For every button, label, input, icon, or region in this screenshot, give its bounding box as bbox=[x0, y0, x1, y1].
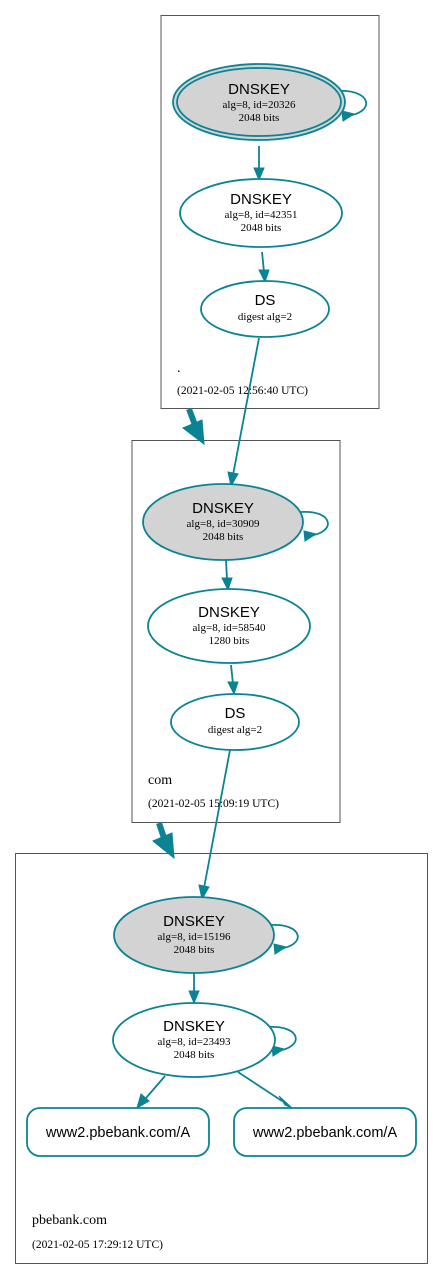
zone-name-root: . bbox=[177, 361, 181, 376]
node-title: DNSKEY bbox=[228, 81, 290, 98]
node-root-ksk: DNSKEY alg=8, id=20326 2048 bits bbox=[172, 63, 346, 141]
edge-com-zsk-ds bbox=[227, 664, 239, 696]
node-key-size: 2048 bits bbox=[239, 112, 280, 124]
node-title: DNSKEY bbox=[198, 604, 260, 621]
node-pbe-ksk: DNSKEY alg=8, id=15196 2048 bits bbox=[113, 896, 275, 974]
edge-root-ds-com-ksk bbox=[227, 337, 260, 488]
edge-pbe-zsk-rr-left bbox=[136, 1075, 166, 1110]
node-key-info: alg=8, id=30909 bbox=[187, 518, 260, 530]
node-root-ds: DS digest alg=2 bbox=[200, 280, 330, 338]
edge-com-ds-pbe-ksk bbox=[198, 749, 231, 901]
node-key-size: 2048 bits bbox=[174, 1049, 215, 1061]
node-key-info: alg=8, id=58540 bbox=[193, 622, 266, 634]
zone-name-com: com bbox=[148, 773, 172, 788]
node-title: DNSKEY bbox=[230, 191, 292, 208]
node-pbe-zsk: DNSKEY alg=8, id=23493 2048 bits bbox=[112, 1002, 276, 1078]
edge-pbe-ksk-self bbox=[269, 924, 299, 955]
node-rr-left: www2.pbebank.com/A bbox=[26, 1107, 210, 1157]
zone-name-pbebank: pbebank.com bbox=[32, 1213, 107, 1228]
edge-com-ksk-self bbox=[300, 511, 329, 542]
zone-timestamp-root: (2021-02-05 12:56:40 UTC) bbox=[177, 385, 308, 397]
node-com-zsk: DNSKEY alg=8, id=58540 1280 bits bbox=[147, 588, 311, 664]
node-key-info: alg=8, id=42351 bbox=[225, 209, 298, 221]
node-digest-info: digest alg=2 bbox=[238, 311, 292, 323]
edge-pbe-zsk-self bbox=[267, 1026, 297, 1057]
node-key-size: 2048 bits bbox=[203, 531, 244, 543]
edge-root-ksk-self bbox=[337, 90, 367, 122]
edge-pbe-ksk-zsk bbox=[188, 973, 200, 1005]
edge-com-ksk-zsk bbox=[221, 559, 233, 592]
zone-timestamp-com: (2021-02-05 15:09:19 UTC) bbox=[148, 798, 279, 810]
node-key-info: alg=8, id=15196 bbox=[158, 931, 231, 943]
delegation-arrow-com-pbebank bbox=[152, 822, 175, 860]
node-com-ds: DS digest alg=2 bbox=[170, 693, 300, 751]
node-title: DNSKEY bbox=[163, 1018, 225, 1035]
node-key-info: alg=8, id=20326 bbox=[223, 99, 296, 111]
node-title: DNSKEY bbox=[192, 500, 254, 517]
node-root-zsk: DNSKEY alg=8, id=42351 2048 bits bbox=[179, 178, 343, 248]
node-digest-info: digest alg=2 bbox=[208, 724, 262, 736]
node-key-size: 2048 bits bbox=[241, 222, 282, 234]
delegation-arrow-root-com bbox=[182, 407, 205, 446]
node-key-info: alg=8, id=23493 bbox=[158, 1036, 231, 1048]
node-com-ksk: DNSKEY alg=8, id=30909 2048 bits bbox=[142, 483, 304, 561]
node-key-size: 1280 bits bbox=[209, 635, 250, 647]
edge-pbe-zsk-rr-right bbox=[237, 1071, 293, 1109]
zone-timestamp-pbebank: (2021-02-05 17:29:12 UTC) bbox=[32, 1239, 163, 1251]
node-title: DNSKEY bbox=[163, 913, 225, 930]
node-rr-right: www2.pbebank.com/A bbox=[233, 1107, 417, 1157]
node-title: DS bbox=[255, 292, 276, 309]
edge-root-ksk-zsk bbox=[253, 146, 265, 182]
rrset-label: www2.pbebank.com/A bbox=[45, 1125, 191, 1141]
node-title: DS bbox=[225, 705, 246, 722]
node-key-size: 2048 bits bbox=[174, 944, 215, 956]
rrset-label: www2.pbebank.com/A bbox=[252, 1125, 398, 1141]
edge-root-zsk-ds bbox=[258, 251, 270, 284]
